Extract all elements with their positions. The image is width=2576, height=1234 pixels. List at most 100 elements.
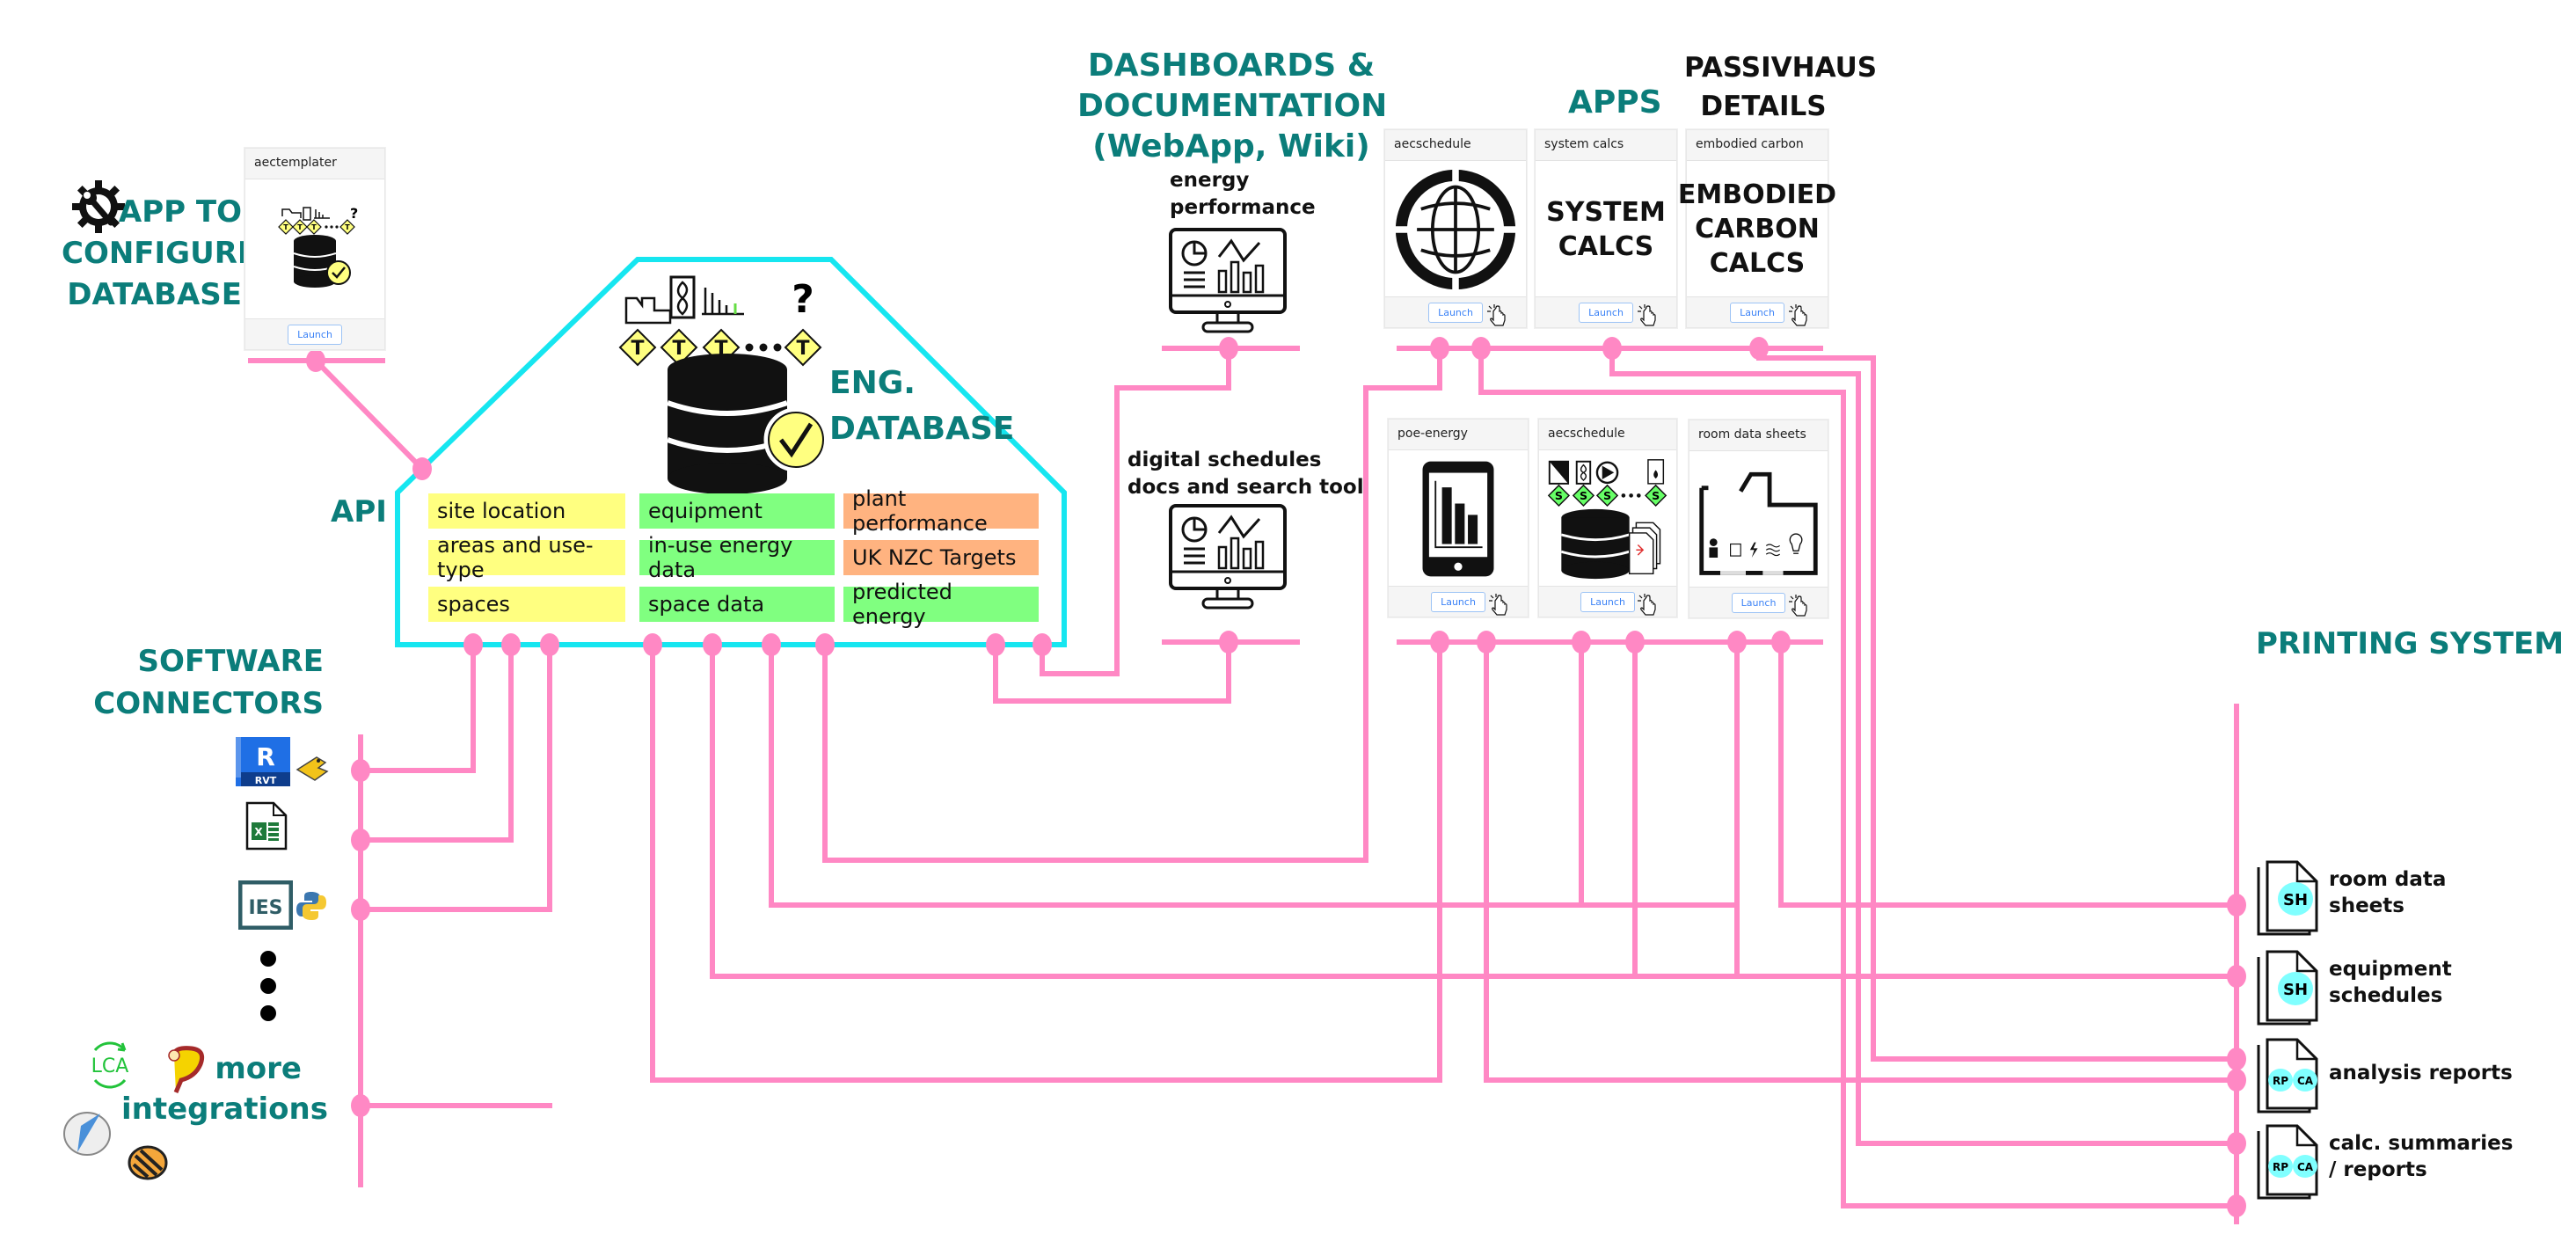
connection-wire [650, 642, 1442, 1083]
label-line: / reports [2329, 1157, 2427, 1181]
launch-button[interactable]: Launch [1730, 302, 1784, 323]
connection-node [1602, 337, 1622, 360]
connection-node [815, 633, 835, 656]
database-field-tile: site location [428, 493, 625, 529]
connection-wire [1484, 642, 2237, 1083]
database-field-tile: UK NZC Targets [843, 540, 1039, 575]
api-label: API [331, 494, 387, 529]
connection-node [1727, 631, 1747, 654]
connection-node [703, 633, 722, 656]
stacked-document-icon: SH [2257, 950, 2320, 1026]
connection-node [1471, 337, 1491, 360]
database-field-tile: in-use energy data [639, 533, 835, 582]
launch-button[interactable]: Launch [1731, 592, 1786, 613]
more-connectors-ellipsis-icon [259, 950, 277, 1038]
svg-text:RVT: RVT [255, 775, 277, 786]
app-card-room-data-sheets: room data sheets Launch [1689, 420, 1828, 618]
svg-text:T: T [345, 223, 350, 231]
connection-wire [1756, 348, 2237, 1062]
printing-output-label: room data sheets [2329, 867, 2446, 920]
heading-line: integrations [121, 1092, 328, 1127]
launch-button[interactable]: Launch [1579, 302, 1633, 323]
connection-node [643, 633, 662, 656]
honeybee-icon [125, 1138, 171, 1184]
heading-line: CONNECTORS [93, 686, 324, 721]
connection-node [2227, 965, 2246, 988]
label-line: digital schedules [1127, 449, 1322, 471]
label-line: calc. summaries [2329, 1132, 2514, 1155]
connection-node [1477, 631, 1496, 654]
software-connectors-heading: SOFTWARE CONNECTORS [88, 640, 324, 725]
database-icon [664, 354, 831, 494]
python-icon [296, 890, 327, 922]
lca-icon: LCA [81, 1040, 139, 1089]
card-text-line: EMBODIED [1677, 179, 1837, 210]
connection-node [351, 898, 370, 921]
launch-button[interactable]: Launch [1428, 302, 1483, 323]
card-text-line: SYSTEM [1546, 196, 1666, 228]
connection-wire [1609, 348, 2237, 1146]
connection-wire [361, 645, 476, 773]
connection-node [351, 1094, 370, 1117]
launch-button[interactable]: Launch [1431, 591, 1485, 612]
connection-wire [361, 645, 514, 843]
label-line: equipment [2329, 958, 2452, 981]
heading-line: DATABASE [67, 277, 242, 312]
connection-wire [1478, 348, 2237, 1208]
pointer-cursor-icon [1489, 594, 1508, 617]
label-line: room data [2329, 868, 2447, 891]
stacked-document-icon: SH [2257, 860, 2320, 936]
svg-text:T: T [672, 338, 685, 360]
svg-text:?: ? [350, 205, 358, 222]
gear-wrench-icon [70, 179, 127, 235]
card-text-line: CARBON [1695, 214, 1820, 245]
ladybug-icon [165, 1045, 208, 1094]
heading-line: (WebApp, Wiki) [1092, 128, 1370, 164]
database-field-tile: areas and use-type [428, 533, 625, 582]
connection-node [2227, 1048, 2246, 1070]
label-line: sheets [2329, 894, 2405, 917]
connection-wire [361, 645, 552, 912]
connection-wire [822, 348, 1442, 863]
connection-wire [1040, 348, 1231, 676]
svg-text:T: T [283, 223, 288, 231]
pointer-cursor-icon [1638, 304, 1657, 327]
ies-icon: IES [237, 880, 294, 931]
svg-text:RP: RP [2273, 1161, 2288, 1173]
svg-text:S: S [1603, 489, 1611, 502]
database-field-tile: plant performance [843, 486, 1039, 536]
connection-node [351, 759, 370, 782]
revit-icon: R RVT [236, 737, 292, 788]
launch-button[interactable]: Launch [288, 324, 342, 345]
connection-node [463, 633, 483, 656]
eng-database-heading: ENG. DATABASE [829, 361, 1014, 452]
pointer-cursor-icon [1789, 304, 1808, 327]
app-card-title: aecschedule [1539, 420, 1676, 450]
heading-line: DOCUMENTATION [1077, 88, 1388, 124]
svg-text:T: T [311, 223, 317, 231]
tablet-chart-icon [1389, 450, 1528, 587]
launch-button[interactable]: Launch [1580, 591, 1635, 612]
heading-line: more [215, 1051, 302, 1086]
app-card-aecschedule: aecschedule Launch [1384, 129, 1527, 328]
connection-node [1219, 337, 1238, 360]
heading-line: APP TO [118, 194, 242, 230]
dashboards-heading: DASHBOARDS & DOCUMENTATION (WebApp, Wiki… [1077, 46, 1388, 167]
connection-node [1572, 631, 1591, 654]
svg-text:S: S [1579, 489, 1587, 502]
card-text-line: CALCS [1709, 248, 1806, 279]
connection-node [2227, 1069, 2246, 1092]
connection-node [1430, 631, 1449, 654]
globe-icon [1385, 161, 1526, 297]
app-to-configure-heading: APP TO CONFIGURE DATABASE [62, 192, 258, 316]
connection-node [540, 633, 559, 656]
more-integrations-label: more integrations [121, 1048, 328, 1129]
apps-heading: APPS [1568, 84, 1662, 120]
database-field-tile: equipment [639, 493, 835, 529]
